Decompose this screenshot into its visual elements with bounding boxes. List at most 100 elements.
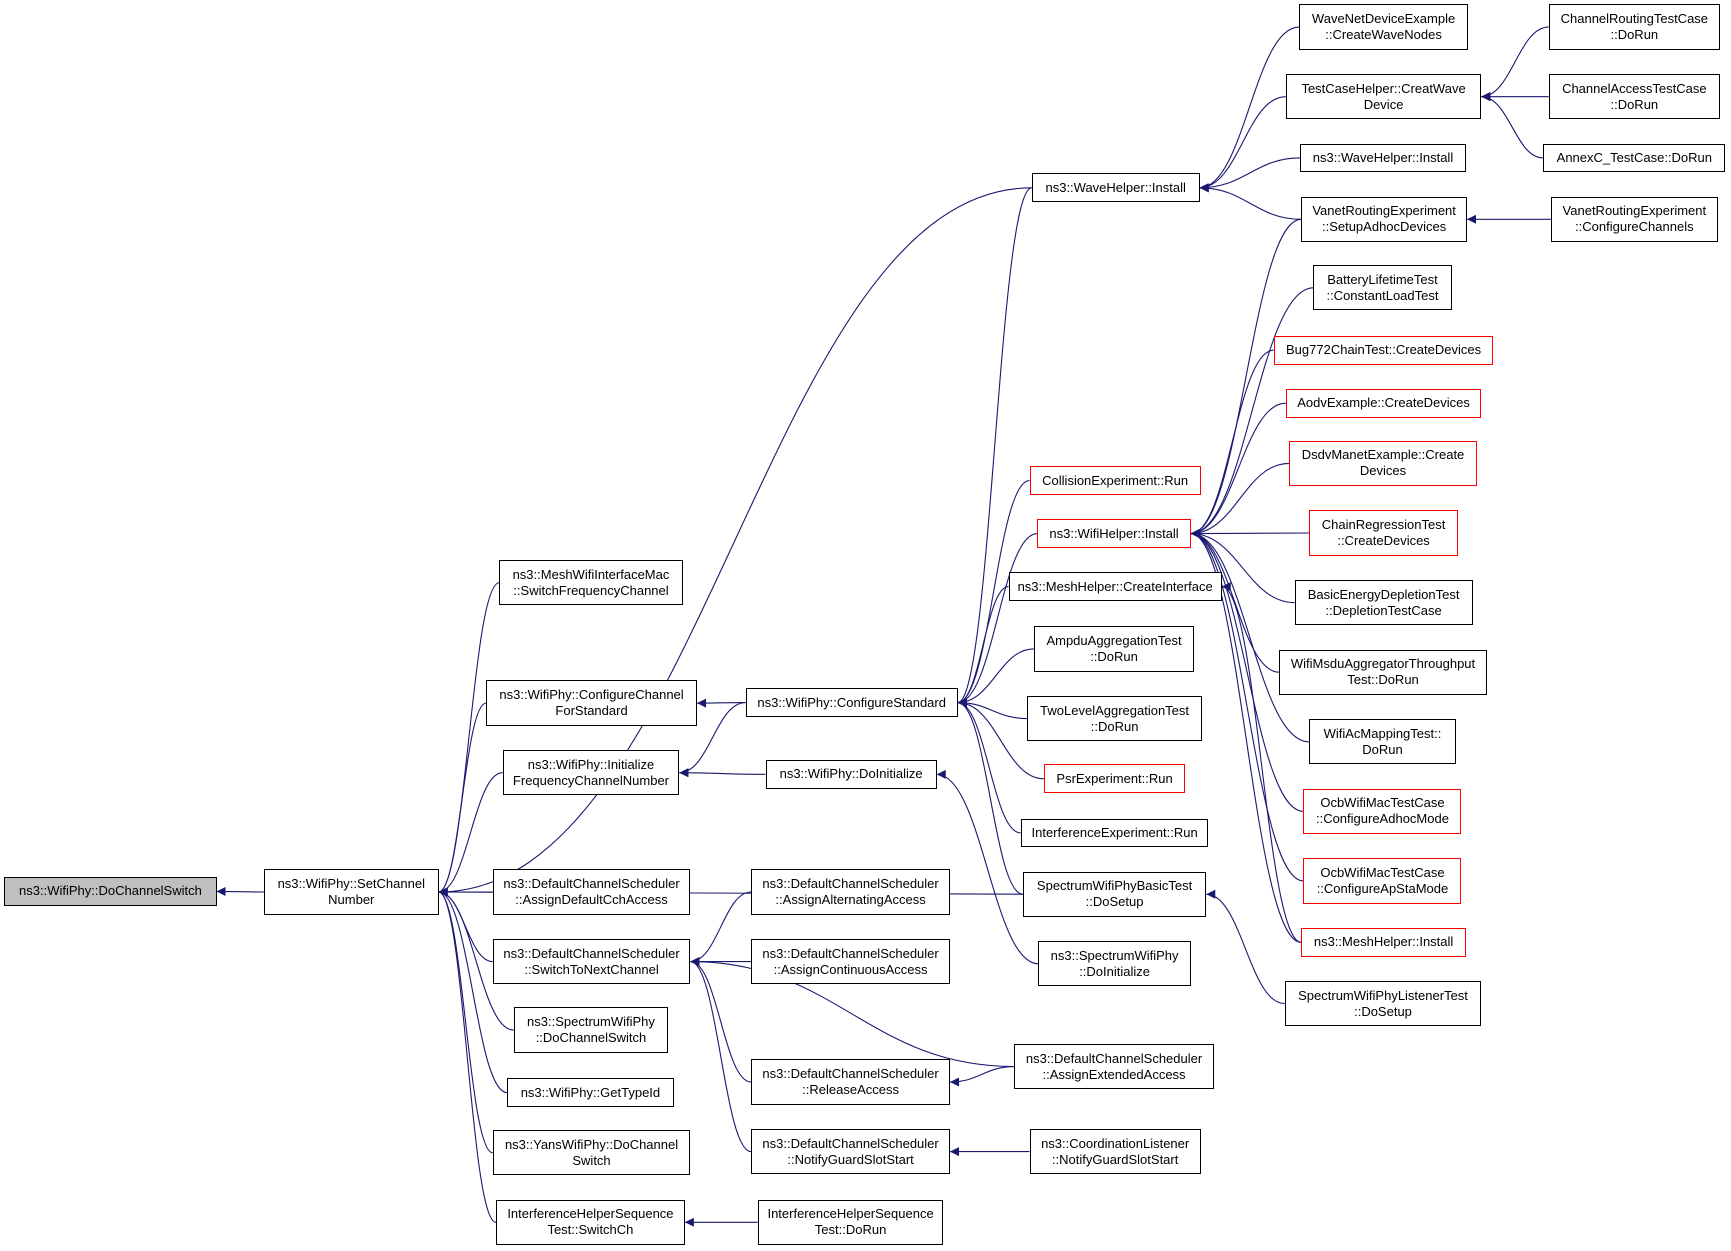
node-label-line: PsrExperiment::Run bbox=[1056, 770, 1173, 786]
node-ampduaggregationtest-dorun[interactable]: AmpduAggregationTest::DoRun bbox=[1033, 626, 1195, 672]
node-ocbwifimactestcase-configureadhocmode[interactable]: OcbWifiMacTestCase::ConfigureAdhocMode bbox=[1303, 788, 1462, 834]
node-label-line: ::ConstantLoadTest bbox=[1326, 287, 1439, 303]
node-label-line: ns3::WifiPhy::GetTypeId bbox=[520, 1084, 661, 1100]
node-label-line: ns3::MeshHelper::Install bbox=[1313, 934, 1454, 950]
node-label-line: CollisionExperiment::Run bbox=[1042, 472, 1189, 488]
node-label-line: DsdvManetExample::Create bbox=[1301, 447, 1465, 463]
node-label-line: ::ConfigureChannels bbox=[1575, 219, 1694, 235]
call-edge bbox=[1190, 529, 1310, 539]
call-edge bbox=[1481, 92, 1544, 159]
node-wifiphy-configurestandard[interactable]: ns3::WifiPhy::ConfigureStandard bbox=[745, 688, 958, 717]
node-vanetroutingexperiment-configurechannels[interactable]: VanetRoutingExperiment::ConfigureChannel… bbox=[1550, 196, 1718, 242]
node-wifiphy-doinitialize[interactable]: ns3::WifiPhy::DoInitialize bbox=[765, 760, 937, 789]
node-aodvexample-createdevices[interactable]: AodvExample::CreateDevices bbox=[1285, 388, 1482, 418]
node-label-line: SpectrumWifiPhyBasicTest bbox=[1036, 878, 1193, 894]
node-wifiacmappingtest-dorun[interactable]: WifiAcMappingTest::DoRun bbox=[1309, 719, 1456, 765]
node-defaultchannelscheduler-assignalternatingaccess[interactable]: ns3::DefaultChannelScheduler::AssignAlte… bbox=[751, 869, 950, 915]
node-label-line: ::SwitchFrequencyChannel bbox=[513, 582, 669, 598]
node-twolevelaggregationtest-dorun[interactable]: TwoLevelAggregationTest::DoRun bbox=[1027, 695, 1202, 742]
node-basicenergydepletiontest-depletiontestcase[interactable]: BasicEnergyDepletionTest::DepletionTestC… bbox=[1294, 579, 1473, 626]
node-label-line: OcbWifiMacTestCase bbox=[1320, 864, 1445, 880]
call-edge bbox=[957, 698, 1024, 895]
call-edge bbox=[216, 886, 265, 896]
node-label-line: TwoLevelAggregationTest bbox=[1040, 702, 1190, 718]
node-label-line: ::DoSetup bbox=[1354, 1003, 1412, 1019]
node-batterylifetimetest-constantloadtest[interactable]: BatteryLifetimeTest::ConstantLoadTest bbox=[1313, 265, 1452, 311]
node-wavenetdeviceexample-createwavenodes[interactable]: WaveNetDeviceExample::CreateWaveNodes bbox=[1299, 4, 1469, 50]
node-label-line: ns3::DefaultChannelScheduler bbox=[762, 1135, 939, 1151]
node-label-line: VanetRoutingExperiment bbox=[1562, 203, 1707, 219]
node-chainregressiontest-createdevices[interactable]: ChainRegressionTest::CreateDevices bbox=[1309, 510, 1459, 556]
node-wavehelper-install[interactable]: ns3::WaveHelper::Install bbox=[1031, 173, 1200, 203]
node-label-line: ns3::DefaultChannelScheduler bbox=[762, 1066, 939, 1081]
node-defaultchannelscheduler-assigncontinuousaccess[interactable]: ns3::DefaultChannelScheduler::AssignCont… bbox=[751, 938, 950, 985]
node-label-line: ns3::DefaultChannelScheduler bbox=[1025, 1050, 1203, 1066]
call-edge bbox=[1221, 582, 1302, 943]
node-defaultchannelscheduler-assigndefaultcchaccess[interactable]: ns3::DefaultChannelScheduler::AssignDefa… bbox=[492, 869, 691, 915]
node-bug772chaintest-createdevices[interactable]: Bug772ChainTest::CreateDevices bbox=[1273, 335, 1494, 365]
node-collisionexperiment-run[interactable]: CollisionExperiment::Run bbox=[1029, 466, 1201, 495]
node-spectrumwifiphy-doinitialize[interactable]: ns3::SpectrumWifiPhy::DoInitialize bbox=[1038, 941, 1191, 987]
node-spectrumwifiphybasictest-dosetup[interactable]: SpectrumWifiPhyBasicTest::DoSetup bbox=[1022, 871, 1207, 917]
node-label-line: ns3::MeshHelper::CreateInterface bbox=[1017, 578, 1213, 594]
node-interferenceexperiment-run[interactable]: InterferenceExperiment::Run bbox=[1020, 818, 1209, 848]
node-label-line: ::DoInitialize bbox=[1079, 963, 1150, 979]
node-defaultchannelscheduler-switchtonextchannel[interactable]: ns3::DefaultChannelScheduler::SwitchToNe… bbox=[492, 938, 691, 985]
node-channelroutingtestcase-dorun[interactable]: ChannelRoutingTestCase::DoRun bbox=[1548, 4, 1720, 50]
node-label-line: ns3::WifiPhy::ConfigureStandard bbox=[757, 694, 946, 710]
node-label-line: ::ReleaseAccess bbox=[802, 1082, 899, 1097]
node-label-line: ChannelRoutingTestCase bbox=[1560, 11, 1709, 27]
node-label-line: InterferenceHelperSequence bbox=[767, 1206, 934, 1222]
node-label-line: ns3::SpectrumWifiPhy bbox=[527, 1014, 655, 1030]
node-psrexperiment-run[interactable]: PsrExperiment::Run bbox=[1043, 764, 1186, 794]
node-meshhelper-install[interactable]: ns3::MeshHelper::Install bbox=[1301, 927, 1466, 957]
node-label-line: OcbWifiMacTestCase bbox=[1320, 795, 1445, 811]
node-meshhelper-createinterface[interactable]: ns3::MeshHelper::CreateInterface bbox=[1008, 572, 1222, 601]
node-wavehelper-install-2[interactable]: ns3::WaveHelper::Install bbox=[1300, 143, 1466, 173]
node-label-line: ns3::DefaultChannelScheduler bbox=[762, 945, 939, 961]
node-label-line: ns3::MeshWifiInterfaceMac bbox=[512, 566, 670, 582]
node-label-line: ::AssignContinuousAccess bbox=[773, 961, 928, 977]
node-vanetroutingexperiment-setupadhocdevices[interactable]: VanetRoutingExperiment::SetupAdhocDevice… bbox=[1301, 196, 1467, 242]
node-spectrumwifiphy-dochannelswitch[interactable]: ns3::SpectrumWifiPhy::DoChannelSwitch bbox=[513, 1007, 669, 1053]
node-coordinationlistener-notifyguardslotstart[interactable]: ns3::CoordinationListener::NotifyGuardSl… bbox=[1029, 1128, 1201, 1175]
node-label-line: DoRun bbox=[1362, 741, 1403, 757]
node-spectrumwifiphylistenertest-dosetup[interactable]: SpectrumWifiPhyListenerTest::DoSetup bbox=[1284, 980, 1482, 1027]
node-label-line: WaveNetDeviceExample bbox=[1311, 11, 1456, 27]
call-edge bbox=[957, 586, 1009, 708]
node-defaultchannelscheduler-releaseaccess[interactable]: ns3::DefaultChannelScheduler::ReleaseAcc… bbox=[751, 1059, 950, 1105]
node-channelaccesstestcase-dorun[interactable]: ChannelAccessTestCase::DoRun bbox=[1548, 74, 1720, 120]
node-label-line: ::DoRun bbox=[1610, 27, 1659, 43]
node-label-line: ::ConfigureAdhocMode bbox=[1315, 811, 1449, 827]
node-label-line: Test::DoRun bbox=[1347, 672, 1419, 688]
call-edge bbox=[1199, 183, 1302, 220]
node-label-line: ChainRegressionTest bbox=[1321, 516, 1446, 532]
node-wifiphy-gettypeid[interactable]: ns3::WifiPhy::GetTypeId bbox=[507, 1078, 674, 1107]
node-label-line: ns3::WaveHelper::Install bbox=[1045, 179, 1186, 195]
node-defaultchannelscheduler-assignextendedaccess[interactable]: ns3::DefaultChannelScheduler::AssignExte… bbox=[1014, 1043, 1214, 1090]
node-annexc-testcase-dorun[interactable]: AnnexC_TestCase::DoRun bbox=[1543, 143, 1726, 173]
node-label-line: ::CreateWaveNodes bbox=[1325, 27, 1442, 43]
node-wifihelper-install[interactable]: ns3::WifiHelper::Install bbox=[1037, 519, 1191, 548]
node-wifiphy-dochannelswitch: ns3::WifiPhy::DoChannelSwitch bbox=[4, 877, 217, 906]
node-label-line: ::SwitchToNextChannel bbox=[524, 961, 659, 977]
node-meshwifiinterfacemac-switchfrequencychannel[interactable]: ns3::MeshWifiInterfaceMac::SwitchFrequen… bbox=[499, 560, 683, 606]
node-ocbwifimactestcase-configureapstamode[interactable]: OcbWifiMacTestCase::ConfigureApStaMode bbox=[1303, 858, 1462, 904]
call-edge bbox=[950, 1066, 1015, 1087]
node-label-line: InterferenceExperiment::Run bbox=[1031, 824, 1198, 840]
call-edge bbox=[1199, 96, 1286, 193]
node-label-line: ns3::WaveHelper::Install bbox=[1312, 149, 1454, 165]
call-edge bbox=[438, 772, 503, 897]
node-defaultchannelscheduler-notifyguardslotstart[interactable]: ns3::DefaultChannelScheduler::NotifyGuar… bbox=[751, 1128, 950, 1175]
node-label-line: Bug772ChainTest::CreateDevices bbox=[1286, 342, 1482, 358]
node-label-line: VanetRoutingExperiment bbox=[1312, 203, 1456, 219]
